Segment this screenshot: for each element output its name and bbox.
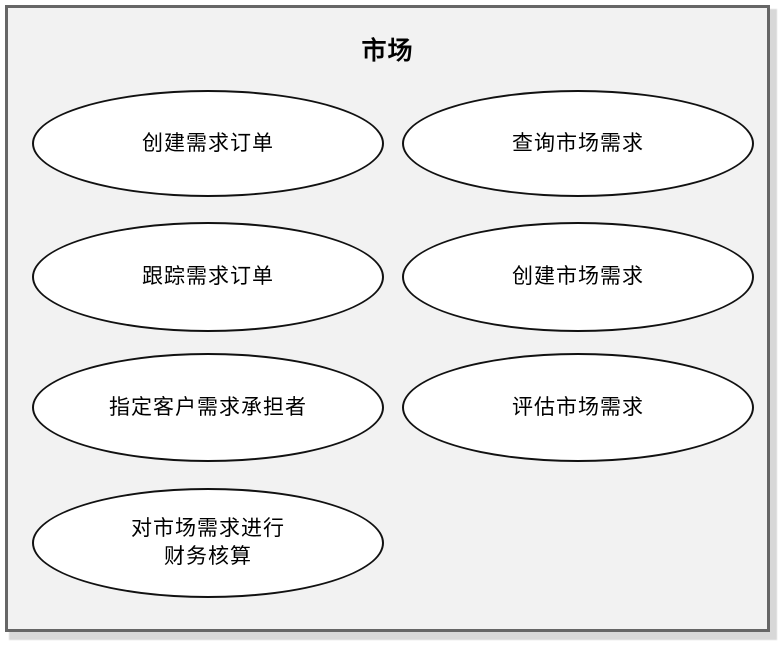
use-case-query-market-demand[interactable]: 查询市场需求 (402, 90, 754, 197)
use-case-label: 创建需求订单 (142, 131, 274, 155)
use-case-financial-accounting[interactable]: 对市场需求进行 财务核算 (32, 488, 384, 598)
use-case-label: 对市场需求进行 财务核算 (131, 517, 285, 568)
use-case-assign-demand-owner[interactable]: 指定客户需求承担者 (32, 353, 384, 462)
use-case-track-demand-order[interactable]: 跟踪需求订单 (32, 222, 384, 332)
use-case-create-market-demand[interactable]: 创建市场需求 (402, 222, 754, 332)
use-case-label: 指定客户需求承担者 (109, 395, 307, 419)
use-case-label: 评估市场需求 (512, 395, 644, 419)
system-boundary-title: 市场 (361, 37, 414, 65)
use-case-create-demand-order[interactable]: 创建需求订单 (32, 90, 384, 197)
use-case-label: 创建市场需求 (512, 265, 644, 288)
use-case-assess-market-demand[interactable]: 评估市场需求 (402, 353, 754, 462)
use-case-label: 跟踪需求订单 (142, 265, 274, 288)
use-case-label: 查询市场需求 (512, 131, 644, 155)
